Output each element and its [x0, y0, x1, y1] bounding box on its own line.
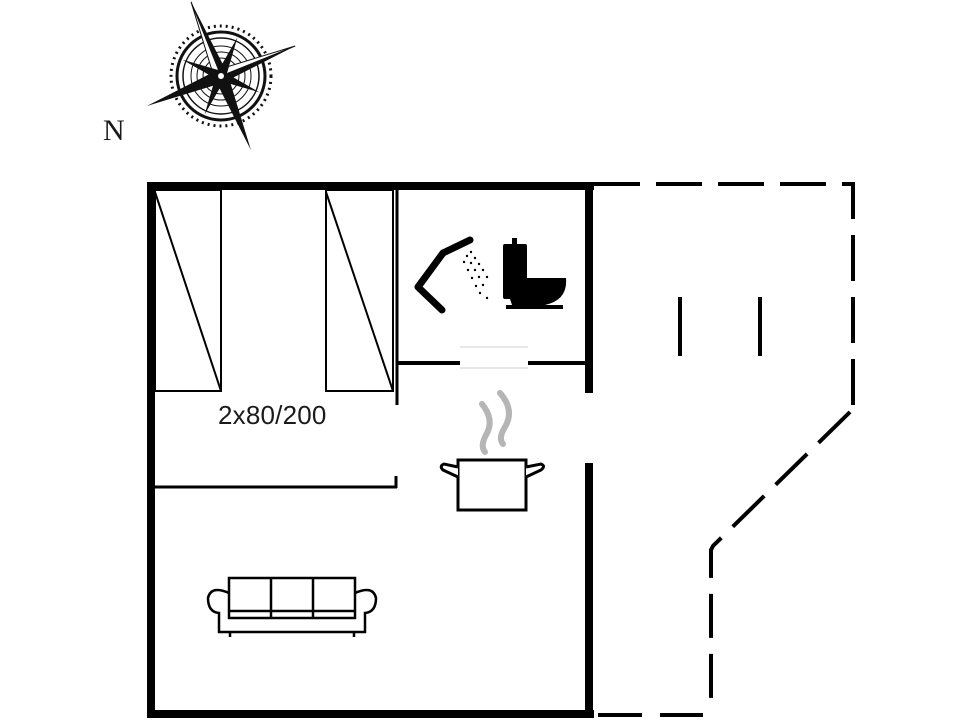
bathroom-door-opening [460, 346, 528, 369]
steam-icon [479, 390, 512, 455]
single-bed-icon [154, 189, 222, 392]
terrace-markers [678, 297, 762, 356]
north-label: N [103, 114, 125, 147]
bed-size-label: 2x80/200 [218, 400, 327, 430]
terrace-outline [594, 182, 855, 717]
exterior-walls [147, 182, 594, 718]
sofa-icon [206, 576, 378, 637]
toilet-icon [503, 238, 567, 309]
compass-rose-icon [146, 1, 296, 151]
interior-walls [155, 186, 590, 489]
cooking-pot-icon [439, 458, 545, 512]
shower-icon [414, 236, 489, 314]
single-bed-icon [325, 189, 394, 392]
